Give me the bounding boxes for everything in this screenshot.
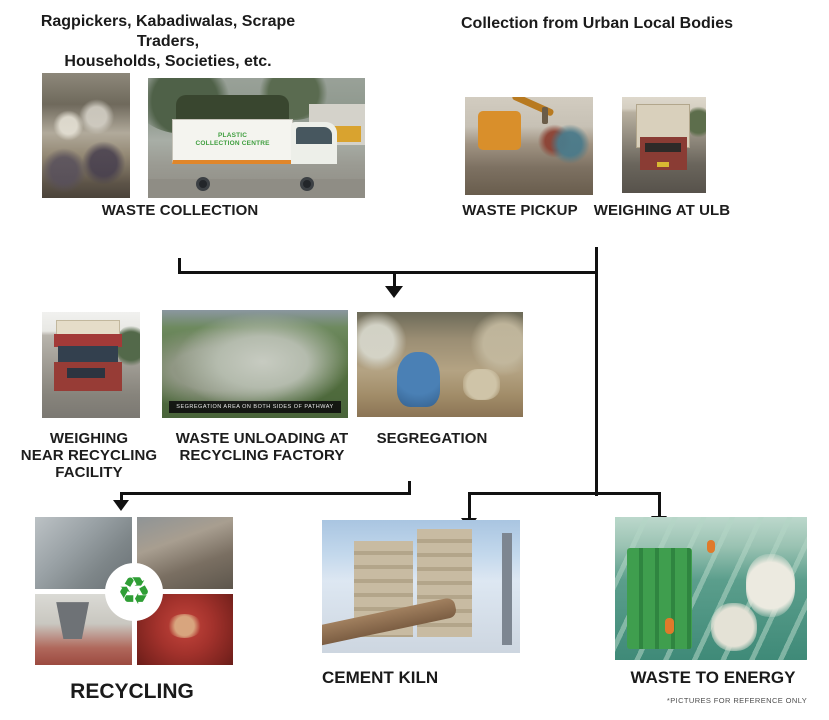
plastic-collection-banner: PLASTIC COLLECTION CENTRE (196, 132, 270, 148)
baler-machine (626, 548, 692, 649)
label-line: NEAR RECYCLING (20, 447, 158, 464)
connector-recycling-arrow-shaft (120, 492, 123, 502)
truck-wheel (195, 176, 210, 191)
tree-foliage (687, 104, 706, 140)
arrowhead-to-recycling-icon (113, 500, 129, 511)
truck-windshield (57, 345, 119, 363)
waste-to-energy-label: WASTE TO ENERGY (630, 668, 796, 687)
photo-truck-weighbridge-recycling (42, 312, 140, 418)
weighing-near-recycling-label: WEIGHING NEAR RECYCLING FACILITY (13, 430, 165, 481)
truck-band (53, 334, 123, 347)
truck-grill (67, 367, 105, 379)
ulb-heading: Collection from Urban Local Bodies (460, 15, 734, 32)
truck-body (53, 361, 123, 392)
worker-figure (664, 618, 674, 635)
photo-plastic-collection-truck: PLASTIC COLLECTION CENTRE (148, 78, 365, 198)
cement-kiln-label: CEMENT KILN (322, 668, 439, 687)
photo-excavator-waste-pickup (465, 97, 593, 195)
label-line: FACILITY (55, 464, 123, 481)
truck-cargo-banner: PLASTIC COLLECTION CENTRE (171, 118, 294, 165)
photo-waste-to-energy-plant (615, 517, 807, 660)
arrowhead-to-middle-row-icon (385, 286, 403, 298)
connector-wte-arrow-shaft (658, 492, 661, 518)
tree-foliage (116, 324, 140, 368)
photo-waste-segregation (357, 312, 523, 417)
waste-unloading-label: WASTE UNLOADING AT RECYCLING FACTORY (171, 430, 353, 464)
truck-tarp (176, 94, 290, 123)
label-line: RECYCLING FACTORY (179, 447, 345, 464)
excavator-body (477, 110, 522, 150)
waste-bag (745, 554, 796, 618)
waste-collection-label: WASTE COLLECTION (101, 202, 259, 219)
hands-shape (167, 613, 203, 638)
truck-window (295, 126, 333, 145)
aerial-photo-caption: SEGREGATION AREA ON BOTH SIDES OF PATHWA… (169, 401, 341, 413)
worker-in-blue (396, 351, 440, 407)
reference-footnote: *PICTURES FOR REFERENCE ONLY (666, 696, 808, 705)
waste-pickup-label: WASTE PICKUP (462, 202, 578, 219)
photo-aerial-waste-unloading: SEGREGATION AREA ON BOTH SIDES OF PATHWA… (162, 310, 348, 418)
recycling-label: RECYCLING (70, 680, 194, 703)
source-heading: Ragpickers, Kabadiwalas, Scrape Traders,… (12, 12, 324, 72)
license-plate (657, 162, 669, 168)
connector-segregation-stub (408, 481, 411, 495)
label-line: WEIGHING (49, 430, 129, 447)
truck-windshield (645, 142, 681, 153)
truck-cab (639, 137, 687, 170)
photo-truck-weighbridge-ulb (622, 97, 706, 193)
truck-wheel (299, 176, 314, 191)
photo-ragpicker-truck-loading (42, 73, 130, 198)
connector-left-stub (178, 258, 181, 274)
photo-cement-kiln (322, 520, 520, 653)
connector-right-vertical (595, 247, 598, 496)
connector-cement-arrow-shaft (468, 492, 471, 520)
label-line: WASTE UNLOADING AT (175, 430, 349, 447)
recycle-badge: ♻ (105, 563, 163, 621)
banner-line2: COLLECTION CENTRE (195, 140, 270, 148)
worker-figure (541, 106, 549, 125)
worker-figure (707, 539, 716, 553)
hopper-shape (56, 602, 90, 640)
truck-top (55, 320, 121, 336)
truck-cab (291, 122, 337, 165)
segregation-label: SEGREGATION (376, 430, 488, 447)
banner-line1: PLASTIC (218, 132, 248, 140)
source-heading-line1: Ragpickers, Kabadiwalas, Scrape Traders, (40, 13, 296, 50)
recycle-icon: ♻ (116, 571, 152, 613)
source-heading-line2: Households, Societies, etc. (64, 53, 272, 70)
connector-bottom-left-horizontal (120, 492, 411, 495)
connector-middle-arrow-shaft (393, 271, 396, 288)
waste-bag (711, 602, 758, 652)
connector-top-horizontal (178, 271, 598, 274)
waste-sack (463, 368, 500, 401)
connector-bottom-right-horizontal (468, 492, 661, 495)
weighing-at-ulb-label: WEIGHING AT ULB (593, 202, 731, 219)
road (148, 178, 365, 198)
steel-frame (502, 533, 513, 646)
